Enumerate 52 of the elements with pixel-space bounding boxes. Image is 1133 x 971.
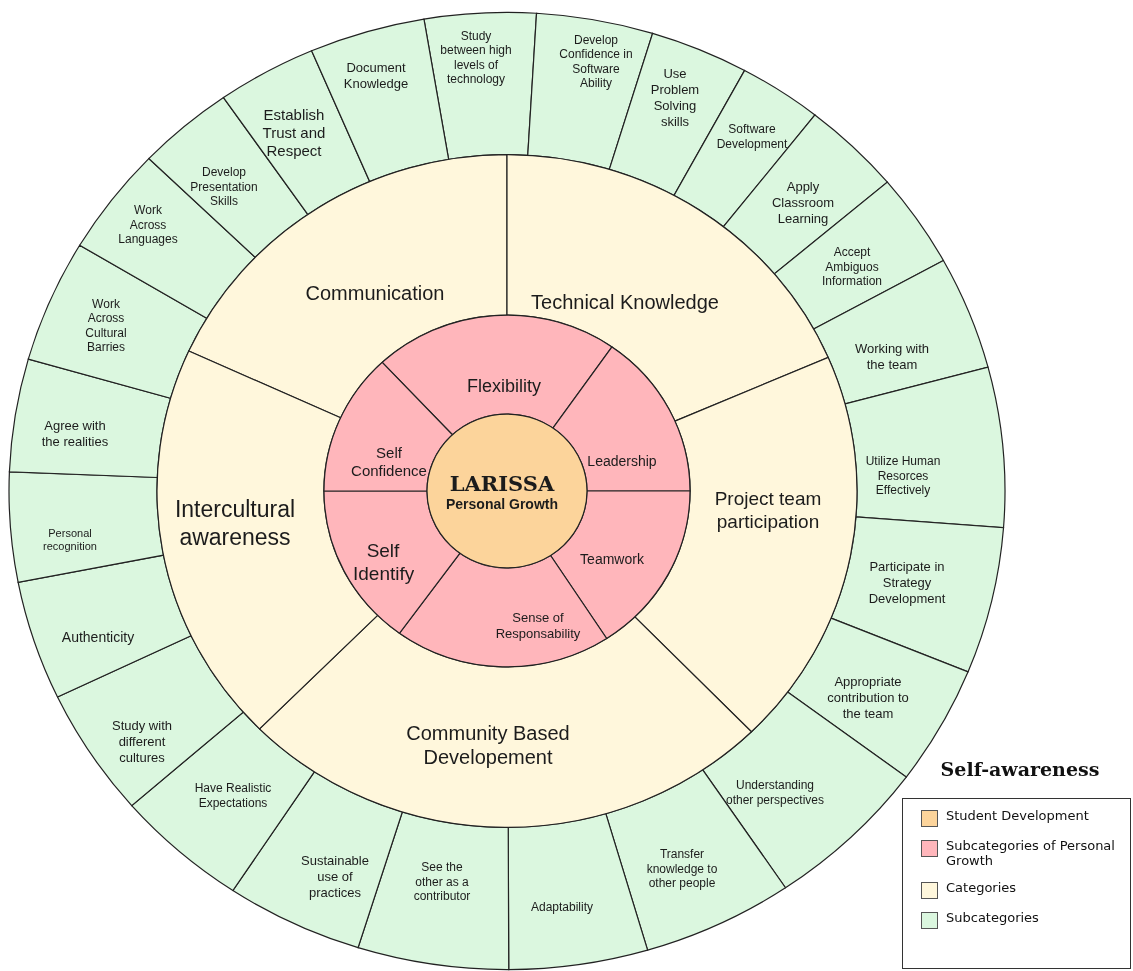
segment-label: Transfer knowledge to other people xyxy=(645,847,719,891)
outer-ring-segment xyxy=(27,244,208,399)
segment-label: Work Across Cultural Barries xyxy=(84,296,128,355)
segment-label: Document Knowledge xyxy=(342,60,410,92)
segment-label: Agree with the realities xyxy=(40,418,110,450)
segment-label: Establish Trust and Respect xyxy=(261,105,327,161)
segment-label: Develop Confidence in Software Ability xyxy=(558,32,634,91)
segment-label: Participate in Strategy Development xyxy=(867,559,947,607)
segment-label: Authenticity xyxy=(61,629,135,647)
outer-ring-segment xyxy=(507,813,649,971)
segment-label: Develop Presentation Skills xyxy=(189,165,259,209)
outer-ring-segment xyxy=(8,471,165,583)
legend-label: Subcategories of Personal Growth xyxy=(946,839,1116,869)
segment-label: Personal Growth xyxy=(446,496,558,514)
segment-label: Adaptability xyxy=(530,899,593,915)
legend-title: Self-awareness xyxy=(940,758,1100,780)
segment-label: Study between high levels of technology xyxy=(439,28,513,87)
outer-ring-segment xyxy=(17,554,192,698)
segment-label: Accept Ambiguos Information xyxy=(821,245,883,289)
outer-ring-segment xyxy=(830,516,1005,673)
segment-label: Study with different cultures xyxy=(111,718,173,766)
outer-ring-segment xyxy=(8,358,172,479)
segment-label: Have Realistic Expectations xyxy=(194,781,272,811)
segment-label: Apply Classroom Learning xyxy=(770,179,836,227)
legend-label: Subcategories xyxy=(946,910,1039,926)
segment-label: Sense of Responsability xyxy=(494,610,582,642)
segment-label: Leadership xyxy=(587,453,657,471)
outer-ring-segment xyxy=(813,259,989,405)
segment-label: Appropriate contribution to the team xyxy=(826,674,910,722)
segment-label: Use Problem Solving skills xyxy=(649,66,701,130)
segment-label: Technical Knowledge xyxy=(531,289,719,314)
segment-label: Work Across Languages xyxy=(117,203,179,247)
segment-label: Self Identify xyxy=(353,538,413,585)
segment-label: Utilize Human Resorces Effectively xyxy=(864,454,942,498)
inner-ring-segment xyxy=(381,314,613,436)
segment-label: Project team participation xyxy=(713,486,823,533)
segment-label: Software Development xyxy=(715,122,789,152)
segment-label: Community Based Developement xyxy=(405,720,571,770)
legend-label: Categories xyxy=(946,880,1017,896)
segment-label: See the other as a contributor xyxy=(412,860,472,904)
segment-label: Communication xyxy=(305,280,445,305)
segment-label: Working with the team xyxy=(853,341,931,373)
segment-label: Intercultural awareness xyxy=(173,494,297,551)
segment-label: Self Confidence xyxy=(350,443,428,481)
outer-ring-segment xyxy=(773,181,944,330)
center-title: LARISSA xyxy=(449,470,555,497)
segment-label: Teamwork xyxy=(580,551,644,569)
legend-label: Student Development xyxy=(946,809,1089,824)
segment-label: Understanding other perspectives xyxy=(724,778,826,808)
segment-label: Flexibility xyxy=(467,376,541,398)
segment-label: Personal recognition xyxy=(42,526,98,554)
segment-label: Sustainable use of practices xyxy=(300,853,370,901)
